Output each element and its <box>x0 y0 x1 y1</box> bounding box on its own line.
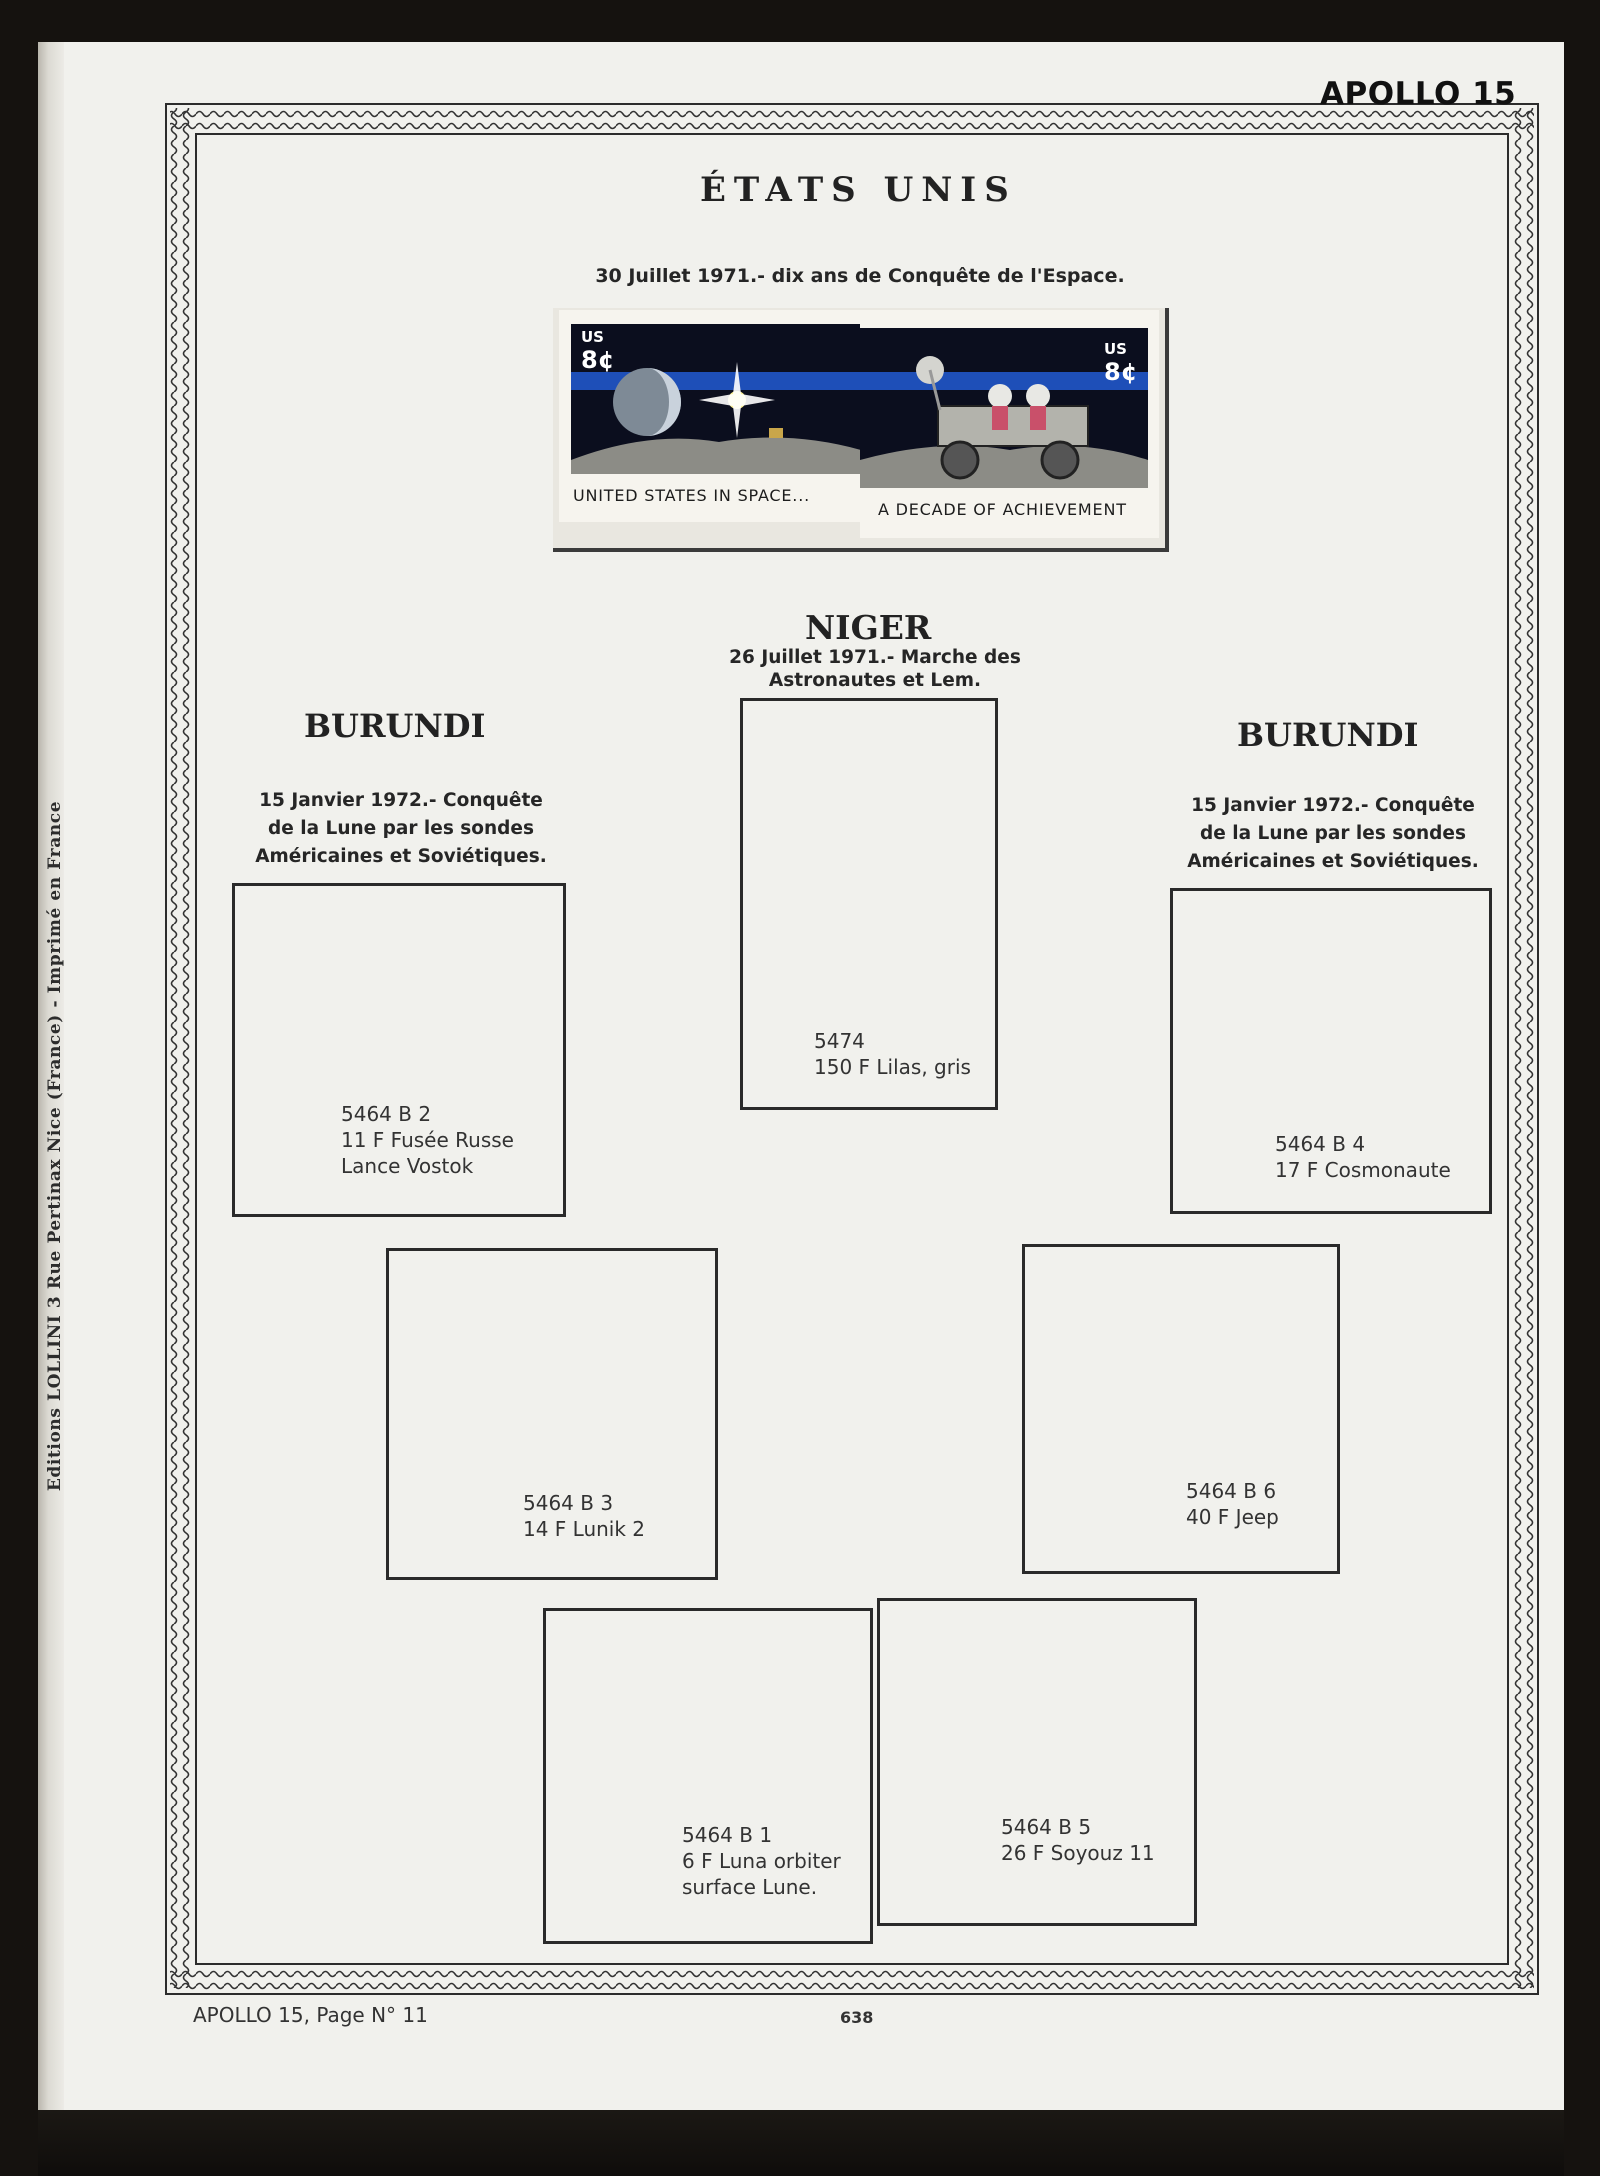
slot-label-5464-b6: 5464 B 6 40 F Jeep <box>1186 1479 1279 1529</box>
stamp-right-inscription: A DECADE OF ACHIEVEMENT <box>878 500 1127 519</box>
slot-label-5474: 5474 150 F Lilas, gris <box>814 1029 971 1079</box>
stamp-slot-5464-b3 <box>386 1248 718 1580</box>
page-binding-edge <box>38 42 64 2110</box>
stamp-slot-niger-5474 <box>740 698 998 1110</box>
page-footer-title: APOLLO 15, Page N° 11 <box>193 2003 428 2027</box>
stamp-slot-5464-b4 <box>1170 888 1492 1214</box>
country-burundi-right: BURUNDI <box>1237 716 1419 754</box>
stamp-right-artwork <box>860 328 1148 488</box>
album-series-title: APOLLO 15 <box>1320 76 1517 112</box>
stamp-slot-5464-b2 <box>232 883 566 1217</box>
stamp-slot-5464-b6 <box>1022 1244 1340 1574</box>
stamp-slot-5464-b1 <box>543 1608 873 1944</box>
burundi-left-caption: 15 Janvier 1972.- Conquête de la Lune pa… <box>255 790 547 867</box>
country-niger: NIGER <box>805 608 932 647</box>
stamp-left-artwork <box>571 324 860 474</box>
slot-label-5464-b3: 5464 B 3 14 F Lunik 2 <box>523 1491 646 1541</box>
etats-unis-caption: 30 Juillet 1971.- dix ans de Conquête de… <box>595 265 1125 287</box>
slot-label-5464-b5: 5464 B 5 26 F Soyouz 11 <box>1001 1815 1155 1865</box>
table-background <box>38 2110 1564 2176</box>
burundi-right-caption: 15 Janvier 1972.- Conquête de la Lune pa… <box>1187 795 1479 872</box>
country-burundi-left: BURUNDI <box>304 707 486 745</box>
country-etats-unis: ÉTATS UNIS <box>700 170 1017 210</box>
niger-caption: 26 Juillet 1971.- Marche des Astronautes… <box>729 647 1021 691</box>
slot-label-5464-b1: 5464 B 1 6 F Luna orbiter surface Lune. <box>682 1823 841 1899</box>
stamp-left-inscription: UNITED STATES IN SPACE... <box>573 486 810 505</box>
slot-label-5464-b4: 5464 B 4 17 F Cosmonaute <box>1275 1132 1451 1182</box>
page-number: 638 <box>840 2008 874 2027</box>
publisher-imprint: Editions LOLLINI 3 Rue Pertinax Nice (Fr… <box>45 800 65 1492</box>
stamp-slot-5464-b5 <box>877 1598 1197 1926</box>
slot-label-5464-b2: 5464 B 2 11 F Fusée Russe Lance Vostok <box>341 1102 514 1178</box>
